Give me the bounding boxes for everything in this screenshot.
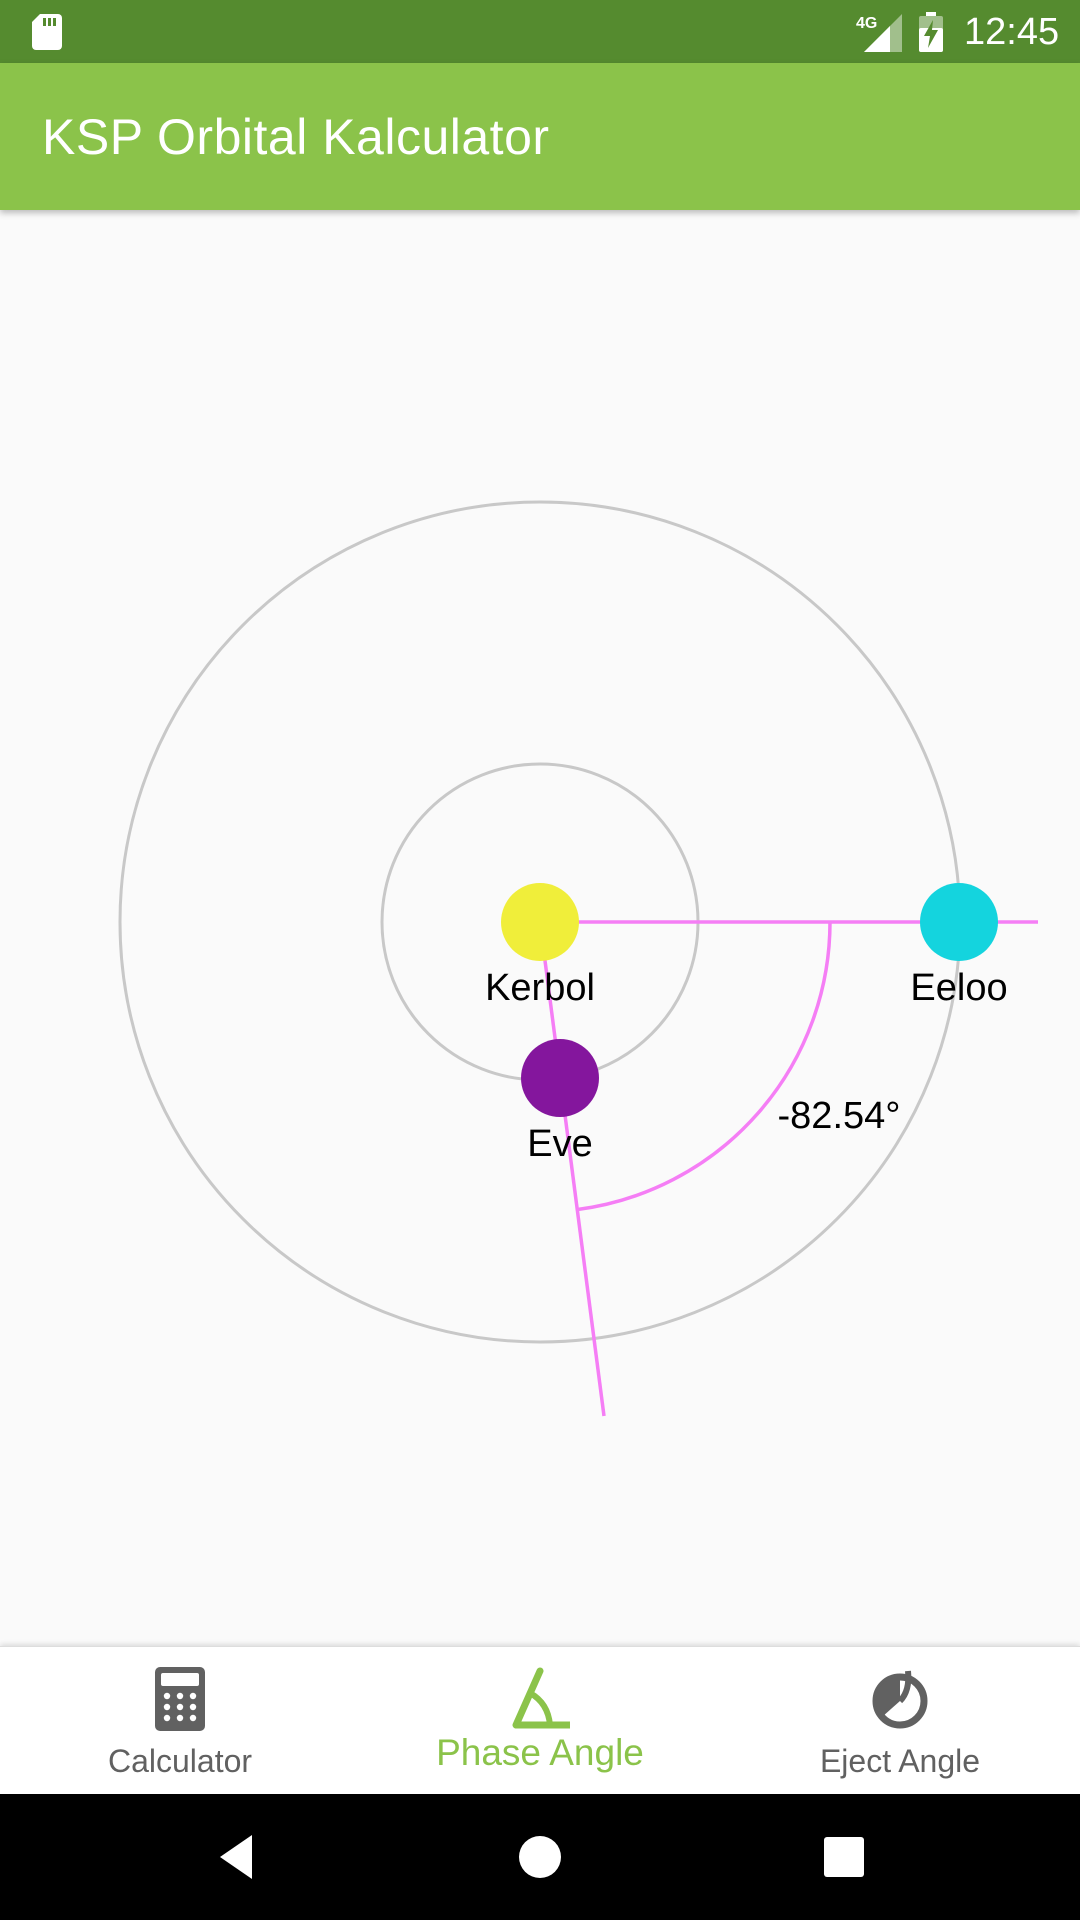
status-clock: 12:45 xyxy=(964,11,1060,53)
bottom-navigation: Calculator Phase Angle Eject Angle xyxy=(0,1646,1080,1795)
phase-angle-view: Kerbol Eeloo Eve -82.54° xyxy=(0,210,1080,1646)
calculator-icon xyxy=(155,1667,205,1731)
app-title: KSP Orbital Kalculator xyxy=(42,109,550,165)
eve-label: Eve xyxy=(527,1123,592,1165)
kerbol-body[interactable] xyxy=(501,883,579,961)
origin-direction-line xyxy=(538,921,606,1417)
sd-card-icon xyxy=(32,14,62,50)
nav-calculator[interactable]: Calculator xyxy=(0,1647,360,1795)
system-navigation-bar xyxy=(0,1794,1080,1920)
signal-icon: 4G xyxy=(856,14,902,52)
phase-angle-icon xyxy=(512,1667,570,1729)
status-bar: 4G 12:45 xyxy=(0,0,1080,63)
nav-phase-angle[interactable]: Phase Angle xyxy=(360,1647,720,1795)
phase-angle-arc xyxy=(577,921,832,1212)
eve-body[interactable] xyxy=(521,1039,599,1117)
nav-eject-angle-label: Eject Angle xyxy=(819,1743,981,1779)
eeloo-label: Eeloo xyxy=(910,967,1007,1009)
kerbol-label: Kerbol xyxy=(485,967,595,1009)
back-icon[interactable] xyxy=(206,1827,266,1887)
recent-apps-icon[interactable] xyxy=(814,1827,874,1887)
phase-angle-diagram: Kerbol Eeloo Eve -82.54° xyxy=(118,500,1038,1417)
home-icon[interactable] xyxy=(510,1827,570,1887)
battery-charging-icon xyxy=(919,12,943,52)
nav-calculator-label: Calculator xyxy=(107,1743,253,1779)
eject-angle-icon xyxy=(872,1670,928,1729)
nav-eject-angle[interactable]: Eject Angle xyxy=(720,1647,1080,1795)
phase-angle-value: -82.54° xyxy=(778,1095,901,1137)
app-bar: KSP Orbital Kalculator xyxy=(0,63,1080,210)
nav-phase-angle-label: Phase Angle xyxy=(436,1732,644,1773)
eeloo-body[interactable] xyxy=(920,883,998,961)
network-type-label: 4G xyxy=(856,15,877,32)
